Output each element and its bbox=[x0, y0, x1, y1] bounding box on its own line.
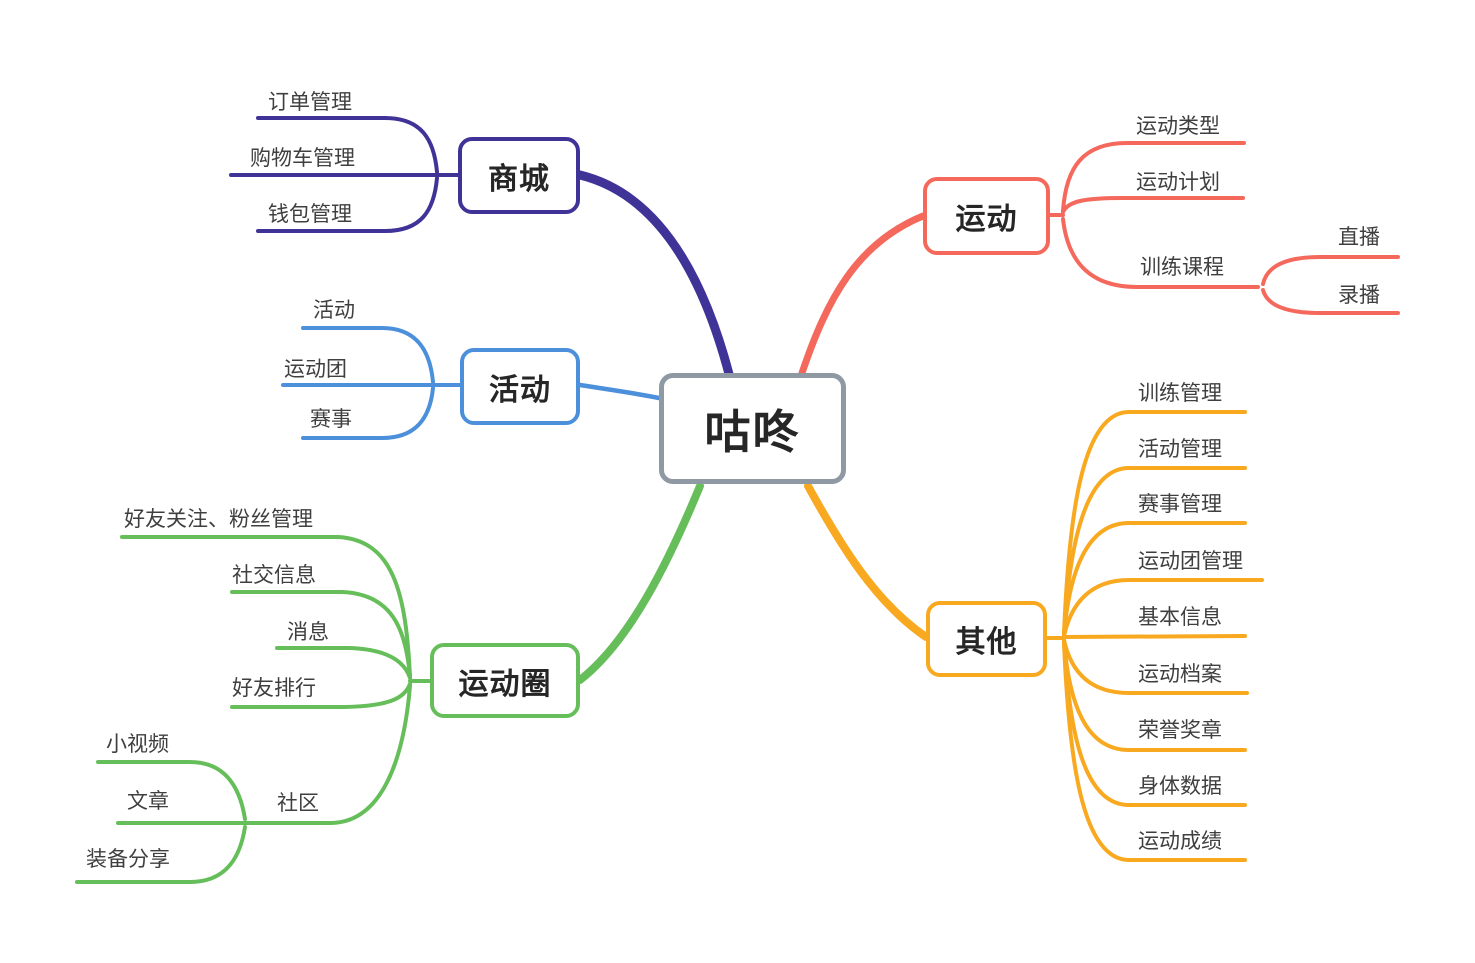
edge-circle-messages bbox=[275, 646, 412, 680]
leaf-sport-results[interactable]: 运动成绩 bbox=[1138, 830, 1222, 853]
edge-course-recorded bbox=[1261, 288, 1400, 315]
leaf-body-data[interactable]: 身体数据 bbox=[1138, 775, 1222, 798]
leaf-basic-info[interactable]: 基本信息 bbox=[1138, 606, 1222, 629]
edge-community-gear bbox=[75, 825, 247, 884]
edge-other-event-mgmt bbox=[1062, 521, 1247, 637]
edge-shop-order bbox=[256, 116, 439, 174]
edge-sport-plan bbox=[1061, 196, 1245, 214]
edge-sport-course bbox=[1061, 217, 1260, 289]
leaf-friends-fans[interactable]: 好友关注、粉丝管理 bbox=[124, 508, 313, 531]
leaf-sport-type[interactable]: 运动类型 bbox=[1136, 115, 1220, 138]
leaf-activity-management[interactable]: 活动管理 bbox=[1138, 438, 1222, 461]
node-other[interactable]: 其他 bbox=[926, 601, 1047, 677]
edge-activity-activity bbox=[301, 326, 435, 384]
edge-other-results bbox=[1062, 641, 1247, 862]
node-root[interactable]: 咕咚 bbox=[659, 373, 846, 484]
leaf-wallet-management[interactable]: 钱包管理 bbox=[268, 203, 352, 226]
edge-trunk-activity bbox=[577, 382, 662, 401]
node-sport[interactable]: 运动 bbox=[923, 177, 1050, 255]
leaf-community[interactable]: 社区 bbox=[277, 792, 319, 815]
leaf-sports-group[interactable]: 运动团 bbox=[284, 358, 347, 381]
edge-community-video bbox=[96, 760, 247, 821]
edge-trunk-sport bbox=[798, 212, 927, 377]
edge-circle-friends bbox=[120, 535, 412, 679]
node-sports-circle[interactable]: 运动圈 bbox=[430, 643, 580, 718]
edge-circle-social bbox=[230, 590, 412, 679]
leaf-event-management[interactable]: 赛事管理 bbox=[1138, 493, 1222, 516]
edge-sport-type bbox=[1061, 141, 1246, 213]
edge-other-archive bbox=[1062, 638, 1249, 695]
node-activity[interactable]: 活动 bbox=[460, 348, 580, 425]
node-activity-label: 活动 bbox=[489, 373, 551, 407]
node-sport-label: 运动 bbox=[955, 203, 1018, 236]
leaf-training-management[interactable]: 训练管理 bbox=[1138, 382, 1222, 405]
leaf-messages[interactable]: 消息 bbox=[287, 621, 329, 644]
leaf-recorded[interactable]: 录播 bbox=[1338, 284, 1380, 307]
leaf-short-video[interactable]: 小视频 bbox=[106, 733, 169, 756]
leaf-honor-medal[interactable]: 荣誉奖章 bbox=[1138, 719, 1222, 742]
edge-trunk-shop bbox=[575, 170, 734, 379]
edge-course-live bbox=[1261, 255, 1400, 286]
edge-circle-community bbox=[243, 684, 412, 825]
edge-activity-events bbox=[301, 386, 435, 440]
leaf-training-course[interactable]: 训练课程 bbox=[1140, 256, 1224, 279]
node-mall[interactable]: 商城 bbox=[458, 137, 580, 214]
leaf-social-info[interactable]: 社交信息 bbox=[232, 564, 316, 587]
node-mall-label: 商城 bbox=[488, 162, 550, 196]
edge-shop-wallet bbox=[256, 176, 439, 233]
node-root-label: 咕咚 bbox=[704, 405, 801, 458]
leaf-sport-plan[interactable]: 运动计划 bbox=[1136, 171, 1220, 194]
leaf-gear-share[interactable]: 装备分享 bbox=[86, 848, 170, 871]
leaf-activities[interactable]: 活动 bbox=[313, 299, 355, 322]
leaf-order-management[interactable]: 订单管理 bbox=[268, 91, 352, 114]
leaf-article[interactable]: 文章 bbox=[127, 790, 169, 813]
edge-trunk-other bbox=[804, 482, 930, 641]
leaf-events[interactable]: 赛事 bbox=[310, 408, 352, 431]
edge-other-group-mgmt bbox=[1062, 578, 1264, 638]
leaf-sports-group-management[interactable]: 运动团管理 bbox=[1138, 550, 1243, 573]
leaf-sport-archive[interactable]: 运动档案 bbox=[1138, 663, 1222, 686]
node-other-label: 其他 bbox=[955, 626, 1018, 659]
leaf-friend-ranking[interactable]: 好友排行 bbox=[232, 677, 316, 700]
edge-trunk-circle bbox=[576, 482, 704, 684]
node-sports-circle-label: 运动圈 bbox=[458, 667, 552, 701]
leaf-cart-management[interactable]: 购物车管理 bbox=[250, 147, 355, 170]
leaf-live[interactable]: 直播 bbox=[1338, 226, 1380, 249]
edge-other-basic-info bbox=[1062, 634, 1247, 639]
